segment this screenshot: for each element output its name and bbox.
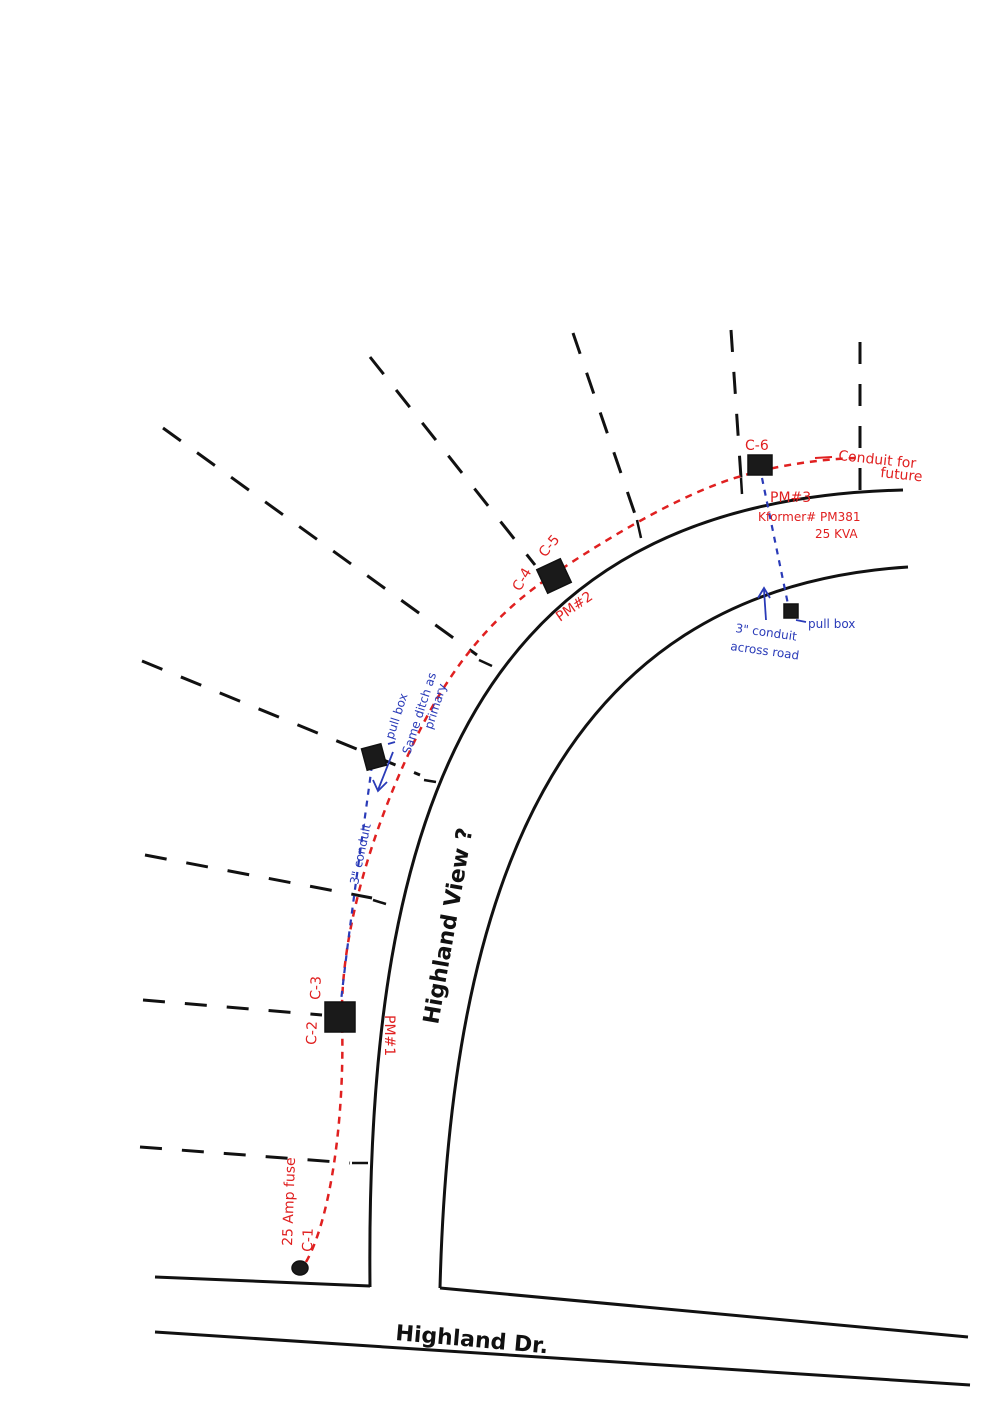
- conduit-future-leader: [814, 456, 833, 459]
- c1-fuse-box: [291, 1260, 309, 1276]
- same-ditch-arrow: [377, 751, 394, 791]
- pull-box-left-leader: [387, 741, 396, 745]
- c6-label: C-6: [745, 438, 769, 454]
- road-edge-top-right: [439, 1286, 969, 1339]
- pull-box-left: [360, 742, 388, 772]
- curve-road-inner-edge: [438, 565, 909, 1289]
- across-road-arrowhead: [757, 586, 771, 599]
- pull-box-right: [783, 603, 799, 619]
- blue-conduits: [338, 477, 792, 1011]
- c3-label: C-3: [308, 976, 325, 1000]
- c1-label: C-1: [300, 1228, 317, 1252]
- c2-label: C-2: [304, 1021, 321, 1045]
- lot-lines: [139, 329, 862, 1165]
- highland-dr-road: [154, 1275, 971, 1387]
- fuse-label: 25 Amp fuse: [280, 1157, 299, 1246]
- blue-conduit-left: [338, 764, 374, 1011]
- kva-label: 25 KVA: [815, 527, 858, 541]
- highland-view-road: [368, 488, 909, 1289]
- curve-road-outer-edge: [368, 488, 904, 1288]
- pull-box-right-leader: [795, 619, 807, 623]
- road-edge-bottom: [154, 1330, 971, 1387]
- same-ditch-arrowhead: [372, 779, 388, 793]
- lot-ticks: [352, 477, 744, 1165]
- red-conduit: [304, 456, 859, 1263]
- pm3-box: [747, 454, 773, 476]
- pm1-box: [324, 1001, 356, 1033]
- road-edge-top-left: [154, 1275, 371, 1288]
- red-conduit-main: [304, 456, 859, 1263]
- conduit-future-label-2: future: [880, 465, 924, 485]
- pm3-label: PM#3: [770, 490, 811, 506]
- pm2-box: [535, 557, 573, 595]
- c5-label: C-5: [536, 532, 564, 560]
- pull-box-right-label: pull box: [808, 617, 855, 631]
- equipment: [291, 454, 799, 1276]
- pm1-label: PM#1: [381, 1015, 397, 1056]
- blue-arrows: [372, 586, 771, 793]
- kformer-label: Kformer# PM381: [758, 510, 861, 524]
- across-road-arrow: [763, 589, 767, 621]
